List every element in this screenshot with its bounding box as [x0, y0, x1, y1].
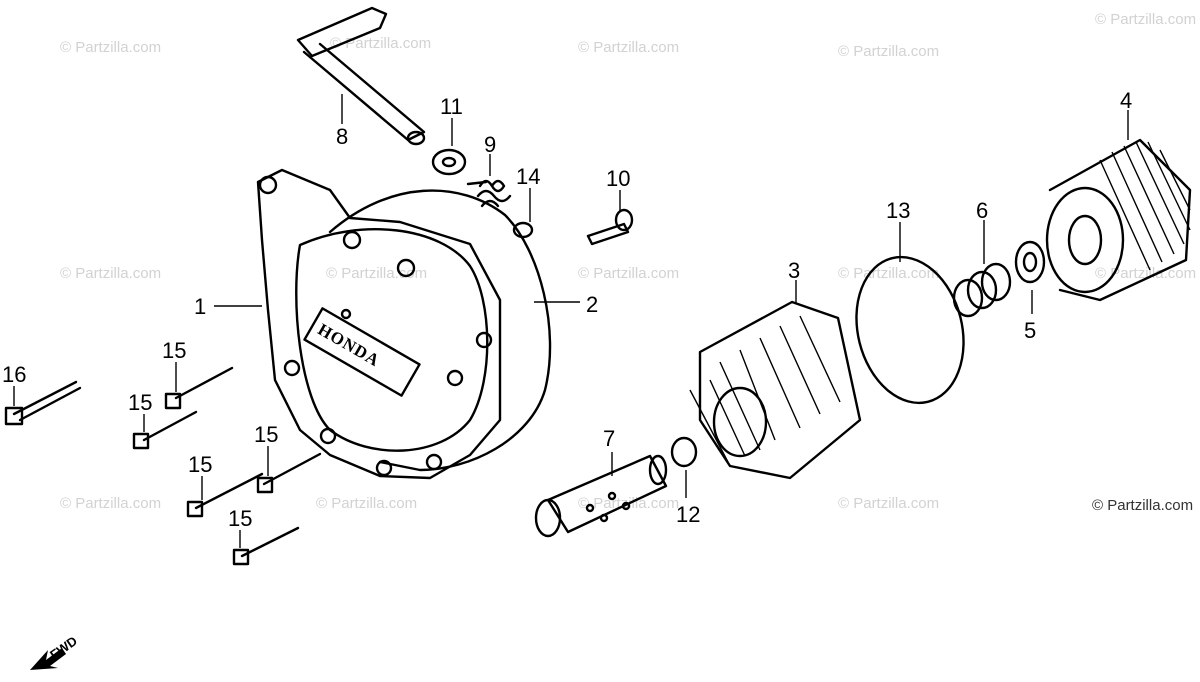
watermark-layer: © Partzilla.com © Partzilla.com © Partzi… [60, 11, 1196, 514]
part-3-filter-cover [689, 300, 862, 480]
callout-15: 15 [254, 422, 278, 447]
callout-6: 6 [976, 198, 988, 223]
leader-lines [13, 94, 1129, 548]
bolt-15a [164, 366, 234, 410]
part-7-filter-bolt [534, 454, 668, 538]
watermark: © Partzilla.com [60, 495, 161, 512]
callout-8: 8 [336, 124, 348, 149]
callout-13: 13 [886, 198, 910, 223]
part-11-seal [431, 148, 467, 176]
callout-10: 10 [606, 166, 630, 191]
callout-4: 4 [1120, 88, 1132, 113]
callout-2: 2 [586, 292, 598, 317]
watermark: © Partzilla.com [316, 495, 417, 512]
bolt-15e [232, 526, 300, 566]
callout-14: 14 [516, 164, 540, 189]
callout-15: 15 [162, 338, 186, 363]
watermark: © Partzilla.com [578, 265, 679, 282]
watermark: © Partzilla.com [60, 265, 161, 282]
bolt-15b [132, 410, 198, 450]
part-12-o-ring [670, 436, 698, 468]
watermark: © Partzilla.com [578, 39, 679, 56]
callout-16: 16 [2, 362, 26, 387]
part-8-arm [296, 6, 426, 146]
part-1-cover: HONDA [256, 168, 502, 480]
callout-1: 1 [194, 294, 206, 319]
watermark: © Partzilla.com [838, 265, 939, 282]
corner-watermark: © Partzilla.com [1092, 497, 1193, 514]
fwd-label: FWD [47, 633, 80, 662]
part-6-spring [952, 262, 1012, 318]
callout-15: 15 [228, 506, 252, 531]
callout-9: 9 [484, 132, 496, 157]
watermark: © Partzilla.com [838, 495, 939, 512]
fwd-arrow: FWD [30, 633, 80, 670]
watermark: © Partzilla.com [60, 39, 161, 56]
part-10-bolt [586, 208, 634, 246]
watermark: © Partzilla.com [1095, 11, 1196, 28]
callout-3: 3 [788, 258, 800, 283]
part-4-oil-filter [1045, 138, 1192, 302]
callouts: 1 2 3 4 5 6 7 8 9 10 11 12 13 14 15 15 1… [2, 88, 1132, 531]
callout-15: 15 [188, 452, 212, 477]
callout-11: 11 [440, 94, 463, 119]
callout-12: 12 [676, 502, 700, 527]
part-5-washer [1014, 240, 1046, 284]
brand-mark: HONDA [315, 320, 384, 371]
watermark: © Partzilla.com [326, 265, 427, 282]
bolt-15d [186, 472, 264, 518]
part-9-spring [466, 179, 512, 208]
bolt-16 [4, 380, 82, 426]
part-2-gasket [328, 189, 552, 472]
bolt-15c [256, 452, 322, 494]
watermark: © Partzilla.com [1095, 265, 1196, 282]
watermark: © Partzilla.com [838, 43, 939, 60]
callout-15: 15 [128, 390, 152, 415]
callout-7: 7 [603, 426, 615, 451]
part-13-o-ring [855, 255, 965, 405]
callout-5: 5 [1024, 318, 1036, 343]
